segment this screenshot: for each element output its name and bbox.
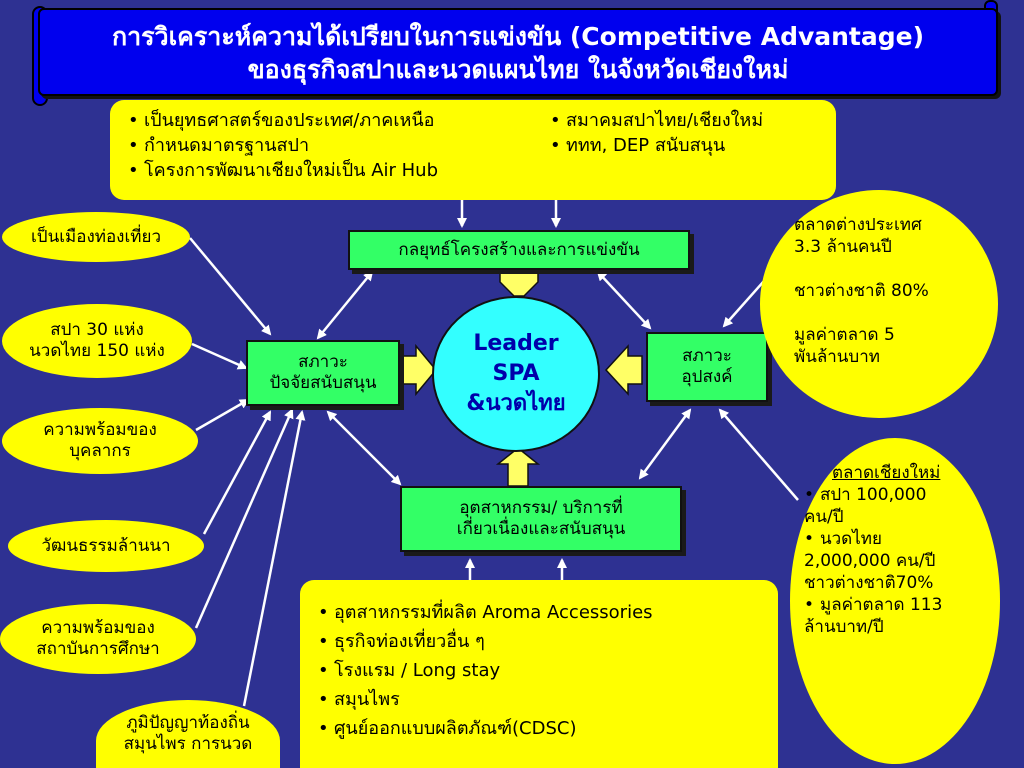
related-industries-box: อุตสาหกรรม/ บริการที่ เกี่ยวเนื่องและสนั… [400,486,682,552]
market-item-cont: 2,000,000 คน/ปี [804,551,936,571]
ellipse-line-1: ความพร้อมของ [41,618,155,638]
top-right-list: สมาคมสปาไทย/เชียงใหม่ ททท, DEP สนับสนุน [546,108,763,158]
left-ellipse-institution-readiness: ความพร้อมของ สถาบันการศึกษา [0,604,196,674]
block-arrow-down [499,271,539,297]
related-businesses-list: อุตสาหกรรมที่ผลิต Aroma Accessories ธุรก… [314,598,778,743]
market-item-cont: ชาวต่างชาติ70% [804,573,934,593]
arrow-strategy-factor [316,270,374,340]
industry-line-1: อุตสาหกรรม/ บริการที่ [459,498,623,518]
block-arrow-right [401,343,437,397]
strategy-box: กลยุทธ์โครงสร้างและการแข่งขัน [348,230,690,270]
ellipse-line-1: ความพร้อมของ [43,420,157,440]
market-item-cont: ล้านบาท/ปี [804,617,884,637]
list-item: เป็นยุทธศาสตร์ของประเทศ/ภาคเหนือ [124,108,438,133]
ellipse-line-2: นวดไทย 150 แห่ง [29,341,165,361]
factor-line-1: สภาวะ [298,352,348,372]
list-item: อุตสาหกรรมที่ผลิต Aroma Accessories [314,598,778,627]
arrow-e2-factor [191,342,248,370]
foreign-market-line-5: พันล้านบาท [794,347,880,367]
list-item: โรงแรม / Long stay [314,656,778,685]
bullet: • [804,485,815,505]
title-line-2: ของธุรกิจสปาและนวดแผนไทย ในจังหวัดเชียงใ… [247,55,789,84]
list-item: กำหนดมาตรฐานสปา [124,133,438,158]
bullet: • [804,529,815,549]
arrow-e1-factor [189,237,272,336]
ellipse-line-2: สถาบันการศึกษา [36,639,160,659]
title-line-1: การวิเคราะห์ความได้เปรียบในการแข่งขัน (C… [111,22,925,51]
arrow-strategy-demand [596,270,652,330]
list-item: สมุนไพร [314,685,778,714]
list-item: โครงการพัฒนาเชียงใหม่เป็น Air Hub [124,158,438,183]
market-item-cont: คน/ปี [804,507,844,527]
ellipse-line-1: ภูมิปัญญาท้องถิ่น [126,713,250,733]
arrow-rbottom-demand [718,408,799,501]
arrow-demand-industry [638,408,692,480]
ellipse-line-2: บุคลากร [69,441,131,461]
market-item-massage: • นวดไทย [802,528,1000,550]
strategy-label: กลยุทธ์โครงสร้างและการแข่งขัน [398,239,640,260]
foreign-market-line-2: 3.3 ล้านคนปี [794,237,892,257]
demand-line-2: อุปสงค์ [681,367,733,387]
chiangmai-market-heading: ตลาดเชียงใหม่ [832,463,941,483]
list-item: สมาคมสปาไทย/เชียงใหม่ [546,108,763,133]
arrow-e6-factor [242,410,306,707]
list-item: ททท, DEP สนับสนุน [546,133,763,158]
chiangmai-market-ellipse: ตลาดเชียงใหม่ • สปา 100,000 คน/ปี • นวดไ… [790,438,1000,764]
industry-line-2: เกี่ยวเนื่องและสนับสนุน [456,519,626,539]
arrow-e4-factor [202,410,272,535]
center-line-1: Leader [473,331,559,356]
ellipse-label: เป็นเมืองท่องเที่ยว [31,226,161,247]
top-factors-box: เป็นยุทธศาสตร์ของประเทศ/ภาคเหนือ กำหนดมา… [110,100,836,200]
bullet: • [804,595,815,615]
demand-line-1: สภาวะ [682,346,732,366]
block-arrow-up [495,447,541,487]
arrow-e5-factor [194,408,294,629]
foreign-market-line-3: ชาวต่างชาติ 80% [794,281,929,301]
ellipse-label: วัฒนธรรมล้านนา [41,535,171,556]
ellipse-line-2: สมุนไพร การนวด [123,734,253,754]
list-item: ธุรกิจท่องเที่ยวอื่น ๆ [314,627,778,656]
related-businesses-box: อุตสาหกรรมที่ผลิต Aroma Accessories ธุรก… [300,580,778,768]
arrow-factor-industry [326,410,402,486]
foreign-market-ellipse: ตลาดต่างประเทศ 3.3 ล้านคนปี ชาวต่างชาติ … [760,190,998,418]
ellipse-line-1: สปา 30 แห่ง [50,320,144,340]
market-item-value: • มูลค่าตลาด 113 [802,594,1000,616]
center-line-3: &นวดไทย [466,391,566,416]
arrow-e3-factor [195,398,250,432]
left-ellipse-spa-count: สปา 30 แห่ง นวดไทย 150 แห่ง [2,304,192,378]
center-line-2: SPA [492,361,540,386]
factor-line-2: ปัจจัยสนับสนุน [269,373,377,393]
leader-spa-circle: Leader SPA &นวดไทย [432,296,600,452]
market-item-text: นวดไทย [820,529,882,549]
left-ellipse-local-wisdom: ภูมิปัญญาท้องถิ่น สมุนไพร การนวด [96,700,280,768]
block-arrow-left [604,344,643,396]
title-banner: การวิเคราะห์ความได้เปรียบในการแข่งขัน (C… [38,8,998,96]
market-item-text: มูลค่าตลาด 113 [820,595,943,615]
foreign-market-line-4: มูลค่าตลาด 5 [794,325,895,345]
market-item-text: สปา 100,000 [820,485,927,505]
left-ellipse-staff-readiness: ความพร้อมของ บุคลากร [2,408,198,474]
demand-conditions-box: สภาวะ อุปสงค์ [646,332,768,402]
left-ellipse-lanna-culture: วัฒนธรรมล้านนา [8,520,204,572]
market-item-spa: • สปา 100,000 [802,484,1000,506]
factor-conditions-box: สภาวะ ปัจจัยสนับสนุน [246,340,400,406]
top-left-list: เป็นยุทธศาสตร์ของประเทศ/ภาคเหนือ กำหนดมา… [124,108,438,183]
left-ellipse-tourism: เป็นเมืองท่องเที่ยว [2,212,190,262]
foreign-market-line-1: ตลาดต่างประเทศ [794,215,922,235]
list-item: ศูนย์ออกแบบผลิตภัณฑ์(CDSC) [314,714,778,743]
